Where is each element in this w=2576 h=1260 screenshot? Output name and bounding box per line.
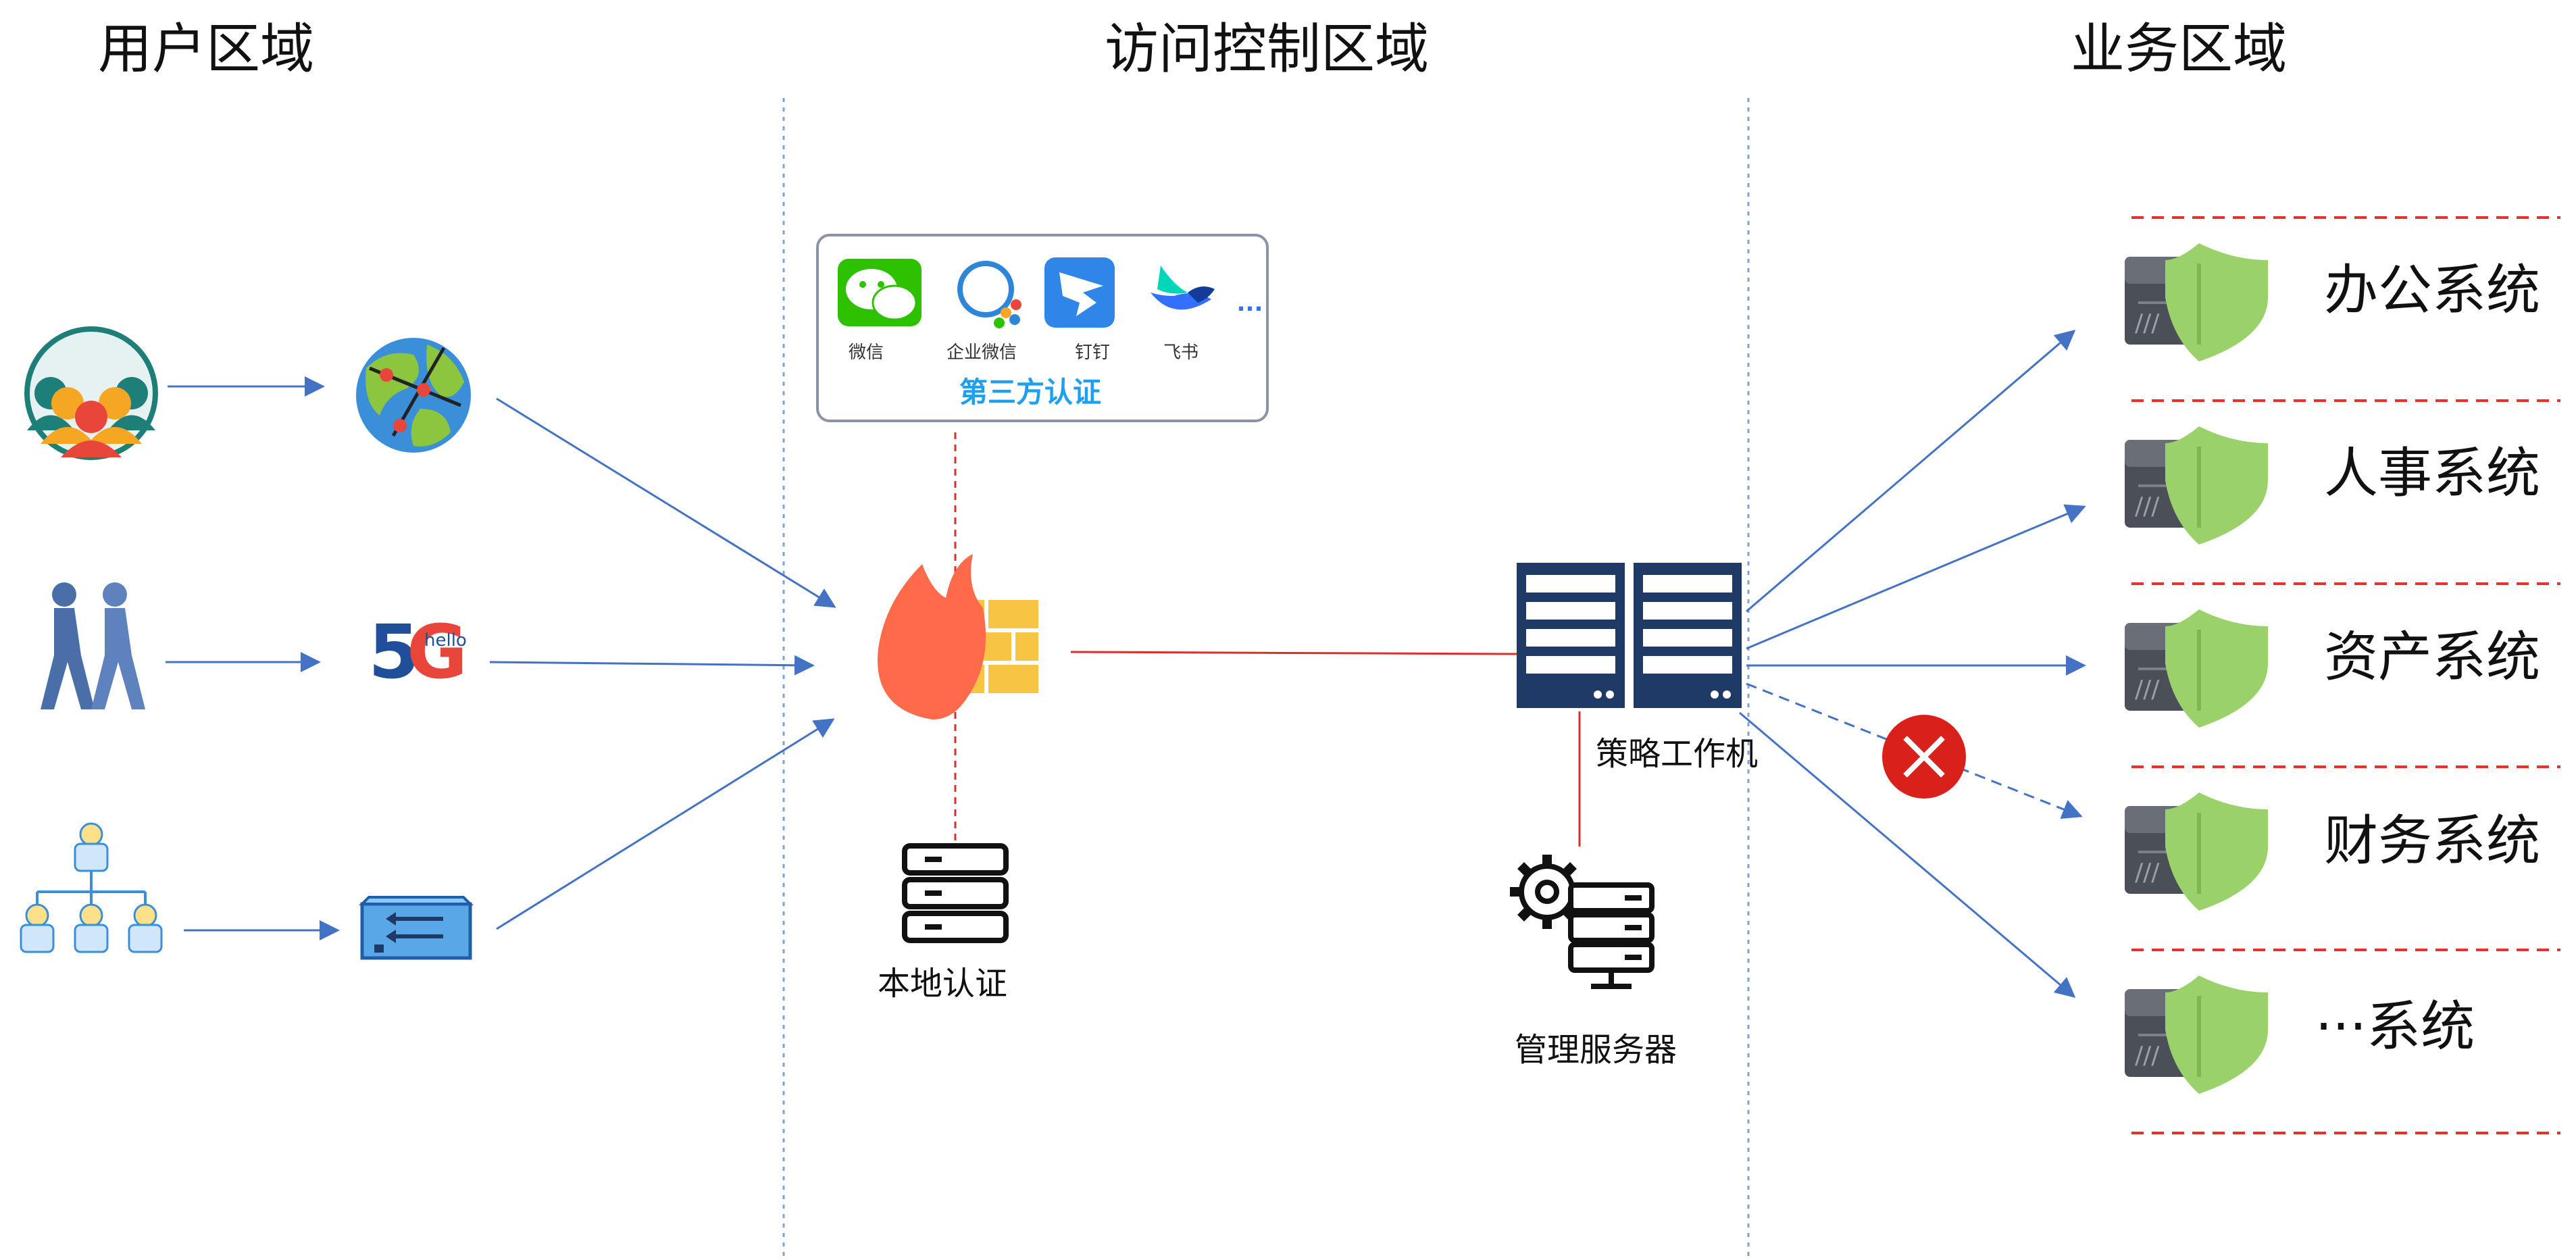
app-label-wechat: 微信 [849,343,884,363]
svg-text:hello: hello [424,630,467,651]
5g-icon: 5 G hello [368,609,468,695]
policy-arrows [1739,330,2086,998]
walking-users-icon [41,582,145,709]
svg-text:///: /// [2135,1042,2160,1069]
svg-text:///: /// [2135,309,2160,337]
deny-x-icon [1882,715,1966,799]
globe-icon [356,338,471,453]
svg-text:///: /// [2135,676,2160,703]
server-rack-icon [902,843,1009,943]
svg-text:G: G [407,609,468,695]
shield-server-icon: /// [2125,426,2268,545]
management-server-label: 管理服务器 [1515,1031,1677,1069]
third-party-more: ... [1237,290,1263,317]
zone-title-access: 访问控制区域 [1105,18,1429,80]
svg-text:5: 5 [368,609,420,695]
shield-server-icon: /// [2125,792,2268,911]
system-label-other: ···系统 [2315,995,2475,1058]
system-separators [2131,216,2560,1134]
org-chart-icon [20,822,163,953]
third-party-auth-panel: ... 微信 企业微信 钉钉 飞书 第三方认证 [816,234,1269,422]
gear-server-icon [1510,855,1655,989]
third-party-title: 第三方认证 [959,376,1101,409]
app-label-feishu: 飞书 [1163,343,1198,363]
user-group-icon [24,326,158,460]
system-label-hr: 人事系统 [2324,442,2540,505]
dingtalk-icon [1044,257,1115,328]
shield-server-icon: /// [2125,976,2268,1094]
firewall-icon [878,554,1042,720]
policy-engine-servers [1517,563,1742,708]
zone-title-business: 业务区域 [2071,18,2287,80]
local-auth-label: 本地认证 [878,965,1007,1003]
wecom-icon [957,261,1021,328]
feishu-icon [1151,266,1215,310]
policy-engine-label: 策略工作机 [1596,735,1758,773]
svg-text:///: /// [2135,859,2160,886]
user-arrows [166,376,836,940]
shield-server-icon: /// [2125,243,2268,361]
system-label-assets: 资产系统 [2324,626,2540,688]
svg-text:///: /// [2135,493,2160,520]
app-label-wecom: 企业微信 [946,343,1017,363]
vpn-device-icon [359,896,474,960]
firewall-policy-link [1070,651,1517,655]
system-label-finance: 财务系统 [2324,809,2540,872]
shield-server-icon: /// [2125,609,2268,728]
app-label-dingtalk: 钉钉 [1075,343,1110,363]
zone-title-user: 用户区域 [98,18,314,80]
system-label-office: 办公系统 [2324,259,2540,322]
wechat-icon [838,259,921,326]
